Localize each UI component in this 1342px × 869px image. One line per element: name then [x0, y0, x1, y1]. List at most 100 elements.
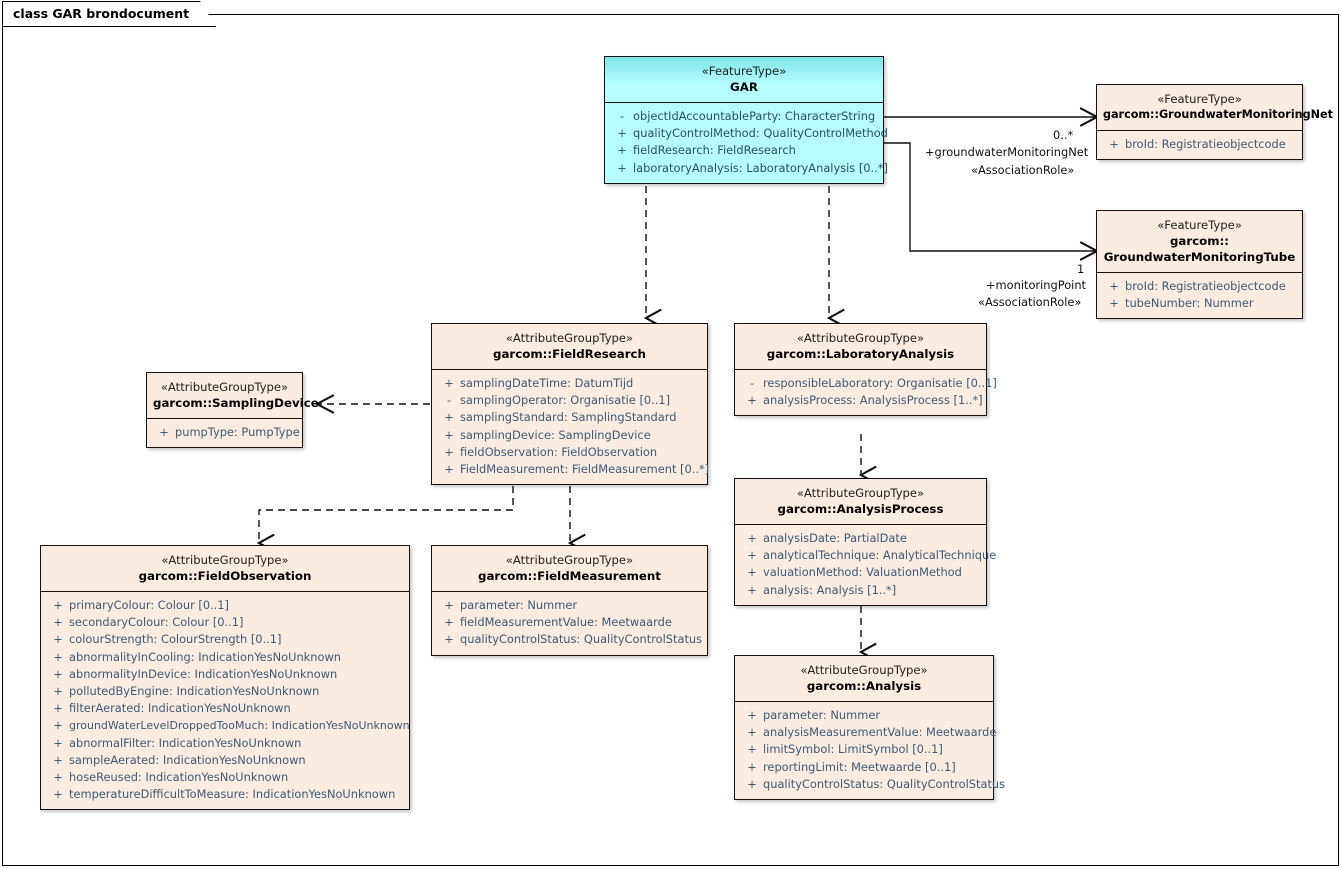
- attribute-row: +FieldMeasurement: FieldMeasurement [0..…: [434, 461, 709, 478]
- attribute-text: broId: Registratieobjectcode: [1125, 279, 1286, 293]
- attribute-text: objectIdAccountableParty: CharacterStrin…: [633, 109, 876, 123]
- visibility-marker: +: [444, 410, 454, 425]
- class-laboratoryanalysis-stereotype: «AttributeGroupType»: [796, 331, 925, 345]
- visibility-marker: +: [747, 393, 757, 408]
- class-fieldobservation[interactable]: «AttributeGroupType» garcom::FieldObserv…: [40, 545, 410, 811]
- attribute-row: +groundWaterLevelDroppedTooMuch: Indicat…: [43, 717, 410, 734]
- class-laboratoryanalysis-attributes: -responsibleLaboratory: Organisatie [0..…: [735, 370, 997, 415]
- attribute-text: samplingStandard: SamplingStandard: [460, 410, 677, 425]
- attribute-row: +limitSymbol: LimitSymbol [0..1]: [737, 741, 991, 758]
- class-fieldresearch-attributes: +samplingDateTime: DatumTijd -samplingOp…: [432, 370, 709, 484]
- class-analysisprocess[interactable]: «AttributeGroupType» garcom::AnalysisPro…: [734, 478, 996, 606]
- visibility-marker: +: [617, 160, 627, 175]
- attribute-row: +abnormalFilter: IndicationYesNoUnknown: [43, 735, 407, 752]
- class-groundwatermonitoringtube-header: «FeatureType» garcom:: GroundwaterMonito…: [1097, 211, 1302, 273]
- class-groundwatermonitoringnet-attributes: +broId: Registratieobjectcode: [1097, 131, 1302, 159]
- visibility-marker: +: [53, 752, 63, 767]
- class-analysis-stereotype: «AttributeGroupType»: [800, 663, 928, 677]
- attribute-text: samplingDateTime: DatumTijd: [460, 376, 634, 390]
- attribute-row: -objectIdAccountableParty: CharacterStri…: [607, 108, 881, 125]
- attribute-row: + analyticalTechnique: AnalyticalTechniqu…: [737, 547, 996, 564]
- visibility-marker: +: [747, 548, 757, 563]
- class-samplingdevice-attributes: +pumpType: PumpType: [147, 419, 302, 447]
- visibility-marker: +: [53, 787, 63, 802]
- class-gar-name: GAR: [730, 80, 758, 94]
- attribute-text: fieldObservation: FieldObservation: [460, 444, 658, 459]
- class-analysis[interactable]: «AttributeGroupType» garcom::Analysis + p…: [734, 655, 1005, 801]
- attribute-row: +fieldMeasurementValue: Meetwaarde: [434, 614, 705, 631]
- class-fieldresearch[interactable]: «AttributeGroupType» garcom::FieldResear…: [431, 323, 709, 486]
- attribute-row: +analysisDate: PartialDate: [737, 530, 984, 547]
- attribute-text: samplingOperator: Organisatie [0..1]: [460, 393, 671, 408]
- attribute-text: parameter: Nummer: [763, 708, 881, 722]
- visibility-marker: +: [747, 582, 757, 597]
- attribute-row: + parameter: Nummer: [737, 707, 991, 724]
- attribute-row: + fieldResearch: FieldResearch: [607, 142, 881, 159]
- class-fieldobservation-stereotype: «AttributeGroupType»: [161, 553, 289, 567]
- attribute-row: +broId: Registratieobjectcode: [1099, 278, 1300, 295]
- attribute-text: reportingLimit: Meetwaarde [0..1]: [763, 759, 956, 774]
- attribute-row: +valuationMethod: ValuationMethod: [737, 564, 984, 581]
- attribute-row: +pumpType: PumpType: [149, 424, 300, 441]
- class-fieldmeasurement-header: «AttributeGroupType» garcom::FieldMeasur…: [432, 546, 707, 592]
- visibility-marker: +: [747, 708, 757, 722]
- class-fieldresearch-stereotype: «AttributeGroupType»: [505, 331, 634, 345]
- attribute-text: FieldMeasurement: FieldMeasurement [0..*…: [460, 462, 710, 477]
- edge-label-role-tube: +monitoringPoint: [986, 278, 1087, 292]
- visibility-marker: +: [53, 632, 63, 647]
- visibility-marker: +: [53, 666, 63, 681]
- attribute-row: +laboratoryAnalysis: LaboratoryAnalysis …: [607, 160, 888, 177]
- attribute-text: colourStrength: ColourStrength [0..1]: [69, 632, 282, 647]
- attribute-text: fieldResearch: FieldResearch: [633, 143, 796, 158]
- attribute-text: broId: Registratieobjectcode: [1125, 137, 1286, 151]
- attribute-text: sampleAerated: IndicationYesNoUnknown: [69, 752, 306, 767]
- attribute-text: analysis: Analysis [1..*]: [763, 582, 897, 597]
- class-analysis-header: «AttributeGroupType» garcom::Analysis: [735, 656, 993, 702]
- class-gar-header: «FeatureType» GAR: [605, 57, 883, 103]
- attribute-text: analysisProcess: AnalysisProcess [1..*]: [763, 393, 983, 408]
- attribute-text: parameter: Nummer: [460, 598, 578, 612]
- class-gar[interactable]: «FeatureType» GAR -objectIdAccountablePa…: [604, 56, 888, 184]
- attribute-row: + samplingStandard: SamplingStandard: [434, 409, 705, 426]
- attribute-text: analysisDate: PartialDate: [763, 531, 907, 545]
- visibility-marker: +: [444, 615, 454, 630]
- attribute-row: -responsibleLaboratory: Organisatie [0..…: [737, 375, 997, 392]
- edge-label-multiplicity-net: 0..*: [1053, 128, 1074, 142]
- class-groundwatermonitoringnet-stereotype: «FeatureType»: [1157, 92, 1242, 106]
- attribute-row: + reportingLimit: Meetwaarde [0..1]: [737, 759, 991, 776]
- attribute-row: +temperatureDifficultToMeasure: Indicati…: [43, 786, 407, 803]
- class-fieldmeasurement-attributes: + parameter: Nummer +fieldMeasurementValu…: [432, 592, 707, 655]
- class-laboratoryanalysis[interactable]: «AttributeGroupType» garcom::LaboratoryA…: [734, 323, 997, 417]
- visibility-marker: +: [444, 632, 454, 647]
- visibility-marker: +: [53, 615, 63, 630]
- class-samplingdevice[interactable]: «AttributeGroupType» garcom::SamplingDev…: [146, 372, 319, 449]
- attribute-row: +secondaryColour: Colour [0..1]: [43, 614, 407, 631]
- class-groundwatermonitoringtube-name-line2: GroundwaterMonitoringTube: [1103, 250, 1296, 264]
- class-groundwatermonitoringnet[interactable]: «FeatureType» garcom::GroundwaterMonitor…: [1096, 84, 1333, 161]
- attribute-row: +pollutedByEngine: IndicationYesNoUnknow…: [43, 683, 407, 700]
- visibility-marker: +: [747, 759, 757, 774]
- visibility-marker: +: [53, 684, 63, 699]
- class-fieldresearch-header: «AttributeGroupType» garcom::FieldResear…: [432, 324, 707, 370]
- attribute-row: + abnormalityInDevice: IndicationYesNoUnk…: [43, 666, 407, 683]
- visibility-marker: +: [747, 742, 757, 757]
- attribute-text: abnormalityInDevice: IndicationYesNoUnkn…: [69, 666, 338, 681]
- class-fieldobservation-name: garcom::FieldObservation: [138, 569, 312, 583]
- attribute-text: tubeNumber: Nummer: [1125, 296, 1254, 311]
- class-groundwatermonitoringtube[interactable]: «FeatureType» garcom:: GroundwaterMonito…: [1096, 210, 1303, 320]
- visibility-marker: +: [53, 701, 63, 716]
- class-laboratoryanalysis-name: garcom::LaboratoryAnalysis: [766, 347, 955, 361]
- class-groundwatermonitoringnet-name: garcom::GroundwaterMonitoringNet: [1103, 108, 1333, 121]
- attribute-text: groundWaterLevelDroppedTooMuch: Indicati…: [69, 719, 410, 733]
- class-analysisprocess-name: garcom::AnalysisProcess: [777, 502, 944, 516]
- attribute-row: +hoseReused: IndicationYesNoUnknown: [43, 769, 407, 786]
- class-fieldmeasurement-stereotype: «AttributeGroupType»: [505, 553, 634, 567]
- visibility-marker: +: [617, 143, 627, 158]
- class-groundwatermonitoringtube-name: garcom::: [1169, 234, 1230, 248]
- attribute-text: valuationMethod: ValuationMethod: [763, 565, 962, 580]
- attribute-text: analyticalTechnique: AnalyticalTechnique: [763, 548, 997, 563]
- class-gar-stereotype: «FeatureType»: [701, 64, 787, 78]
- class-fieldmeasurement[interactable]: «AttributeGroupType» garcom::FieldMeasur…: [431, 545, 708, 656]
- attribute-text: samplingDevice: SamplingDevice: [460, 427, 651, 442]
